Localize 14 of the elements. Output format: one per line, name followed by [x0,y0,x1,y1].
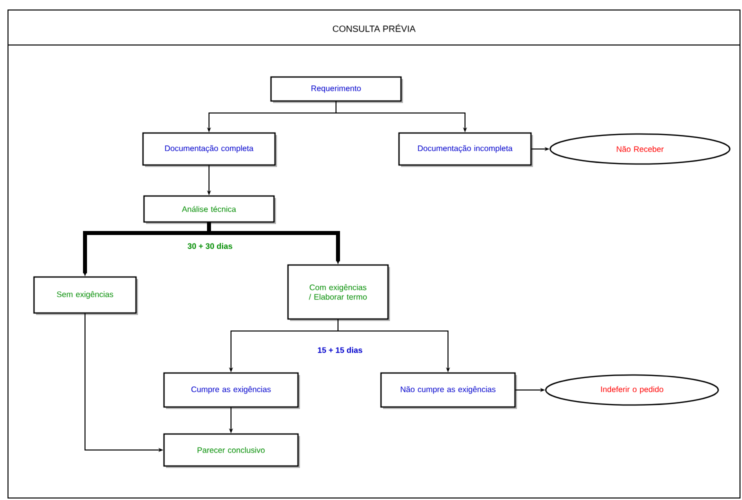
process-box: Não cumpre as exigências [380,372,517,409]
process-box: Cumpre as exigências [163,372,300,409]
terminal-oval: Não Receber [550,133,730,165]
process-box: Parecer conclusivo [163,433,300,468]
title: CONSULTA PRÉVIA [332,24,416,32]
edge-label: 30 + 30 dias [186,242,234,250]
process-box: Sem exigências [33,276,138,315]
terminal-oval: Indeferir o pedido [545,374,719,406]
edge-label: 15 + 15 dias [316,346,364,354]
process-box: Com exigências / Elaborar termo [287,264,390,321]
process-box: Requerimento [270,76,403,103]
process-box: Análise técnica [143,195,276,224]
process-box: Documentação completa [142,132,277,167]
process-box: Documentação incompleta [398,132,533,167]
